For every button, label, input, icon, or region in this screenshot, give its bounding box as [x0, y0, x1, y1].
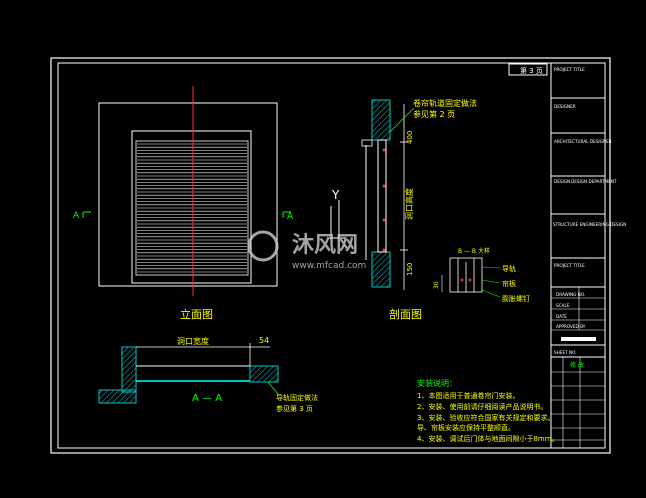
section-view: 400 洞口高度 150 卷帘轨道固定做法 参见第 2 页 剖面图 [361, 98, 477, 321]
note-line: 3、安装、验收应符合国家有关规定和要求。 [417, 413, 554, 422]
watermark-logo-icon [247, 230, 279, 262]
outer-frame [50, 57, 611, 454]
tb-designer: DESIGNER [554, 104, 576, 109]
tb-structure-design: STRUCTURE ENGINEERING DESIGN [553, 222, 626, 227]
plan-wall-right [249, 365, 279, 383]
plan-section-aa: 洞口宽度 54 A — A 导轨固定做法 参见第 3 页 [98, 336, 318, 413]
note-line: 2、安装、使用前请仔细阅读产品说明书。 [417, 402, 547, 411]
section-wall-top [371, 99, 391, 141]
tb-project-title-2: PROJECT TITLE [554, 263, 585, 268]
dim-opening-height: 洞口高度 [404, 188, 414, 220]
detail-title: B — B 大样 [458, 247, 490, 255]
elevation-opening [131, 130, 252, 284]
tb-date: DATE [556, 314, 567, 319]
dim-right-gap: 54 [259, 336, 269, 345]
plan-bottom-note-2: 参见第 3 页 [276, 404, 313, 413]
rolling-door-curtain [135, 140, 249, 276]
section-mark-left: A [73, 211, 80, 221]
tb-arch-design: ARCHITECTURAL DESIGNER [554, 139, 612, 144]
plan-bottom-note-1: 导轨固定做法 [276, 393, 318, 402]
tb-approved: APPROVED BY [556, 324, 586, 329]
door-slats [137, 143, 247, 273]
note-line: 导、帘板安装应保持平整顺直。 [417, 423, 515, 432]
page-label-box [508, 63, 548, 76]
detail-label-2: 帘板 [502, 279, 516, 288]
notes-title: 安装说明： [417, 378, 457, 388]
detail-label-3: 膨胀螺钉 [502, 294, 530, 303]
installation-notes: 安装说明： 1、本图适用于普通卷帘门安装。 2、安装、使用前请仔细阅读产品说明书… [417, 378, 559, 443]
note-line: 1、本图适用于普通卷帘门安装。 [417, 391, 519, 400]
tb-design-dept: DESIGN DEPARTMENT [571, 179, 617, 184]
elevation-view: A A 立面图 [73, 86, 294, 321]
watermark-url: www.mfcad.com [292, 261, 366, 271]
tb-project-title: PROJECT TITLE [554, 67, 585, 72]
tb-design: DESIGN [554, 179, 570, 184]
note-line: 4、安装、调试后门体与地面间隙小于8mm。 [417, 434, 559, 443]
elevation-wall-outline [98, 102, 278, 287]
section-mark-right: A [287, 212, 294, 222]
elevation-label: 立面图 [180, 307, 213, 321]
inner-frame [57, 62, 606, 449]
dim-opening-width: 洞口宽度 [177, 336, 209, 346]
watermark: 沐风网 www.mfcad.com [247, 230, 366, 271]
plan-wall-left [121, 346, 137, 393]
tb-revisions-header: 修 改 [570, 361, 584, 369]
section-top-note-1: 卷帘轨道固定做法 [413, 98, 477, 108]
plan-section-label: A — A [192, 393, 222, 404]
detail-bb: B — B 大样 30 导轨 帘板 膨胀螺钉 [433, 247, 530, 303]
tb-sheet-no: SHEET NO. [554, 350, 577, 355]
page-label: 第 3 页 [520, 66, 543, 75]
axis-marker: Y [327, 188, 345, 239]
section-wall-bottom [371, 251, 391, 288]
watermark-text: 沐风网 [292, 233, 358, 258]
dim-top: 400 [406, 131, 414, 144]
tb-scale: SCALE [556, 303, 570, 308]
tb-drawing-no: DRAWING NO. [556, 292, 585, 297]
plan-wall-base [98, 389, 137, 404]
door-rail [377, 139, 387, 253]
section-top-note-2: 参见第 2 页 [413, 109, 455, 119]
section-label: 剖面图 [389, 307, 422, 321]
dim-bottom: 150 [406, 263, 414, 276]
signature-bar [561, 337, 596, 341]
title-block: PROJECT TITLE DESIGNER ARCHITECTURAL DES… [550, 63, 626, 448]
detail-label-1: 导轨 [502, 264, 516, 273]
axis-label: Y [331, 188, 340, 202]
detail-dim: 30 [433, 281, 440, 289]
